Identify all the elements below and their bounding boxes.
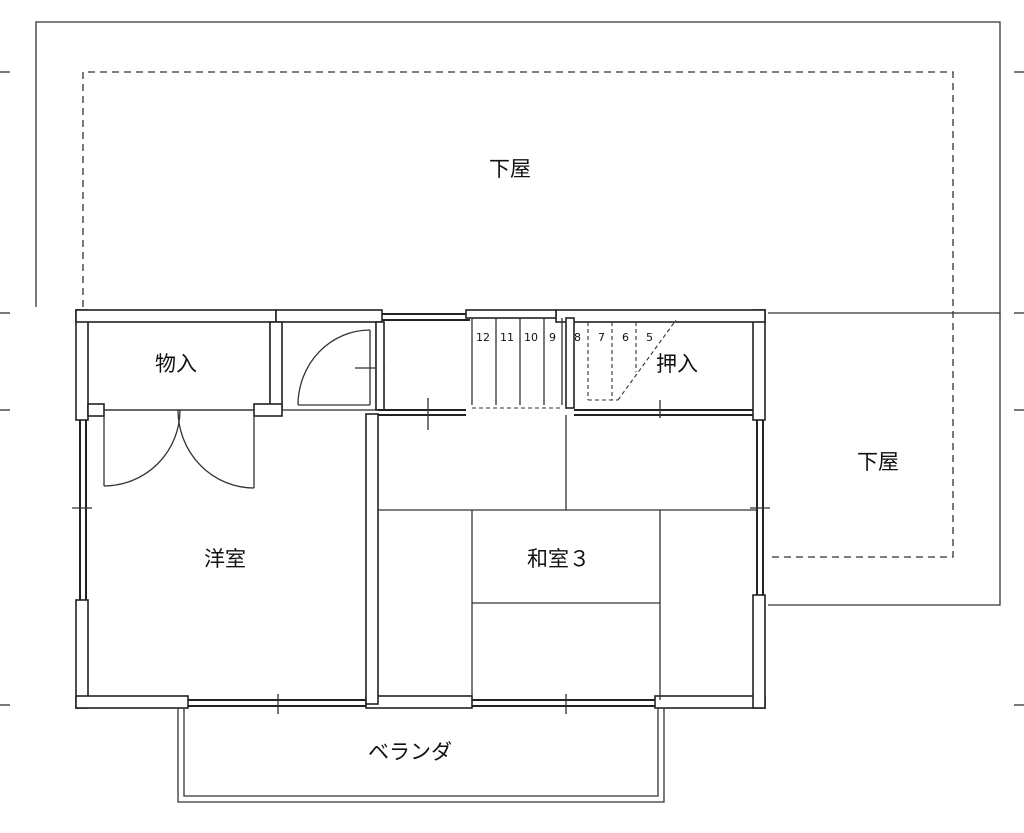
grid-ticks [0, 71, 1024, 706]
step-number: 8 [574, 331, 581, 344]
label-storage: 物入 [155, 352, 197, 376]
step-number: 12 [476, 331, 490, 344]
tatami-layout [378, 415, 757, 700]
label-western-room: 洋室 [204, 547, 246, 571]
label-veranda: ベランダ [368, 740, 452, 764]
lower-roof-top [35, 21, 1001, 558]
label-japanese-room: 和室３ [527, 547, 590, 571]
closet-room [574, 321, 753, 418]
label-lower-roof-top: 下屋 [489, 157, 531, 181]
veranda [177, 708, 665, 803]
storage-room [87, 321, 283, 489]
exterior-walls [75, 309, 766, 709]
label-closet: 押入 [656, 352, 698, 376]
step-number: 11 [500, 331, 514, 344]
label-lower-roof-right: 下屋 [857, 450, 899, 474]
hall [281, 321, 385, 411]
partition-wall [365, 398, 466, 705]
step-number: 5 [646, 331, 653, 344]
step-number: 7 [598, 331, 605, 344]
staircase: 12 11 10 9 8 7 6 5 [465, 309, 677, 409]
step-number: 10 [524, 331, 538, 344]
lower-roof-right [768, 312, 1001, 606]
step-number: 6 [622, 331, 629, 344]
step-number: 9 [549, 331, 556, 344]
window-marks [72, 507, 770, 714]
